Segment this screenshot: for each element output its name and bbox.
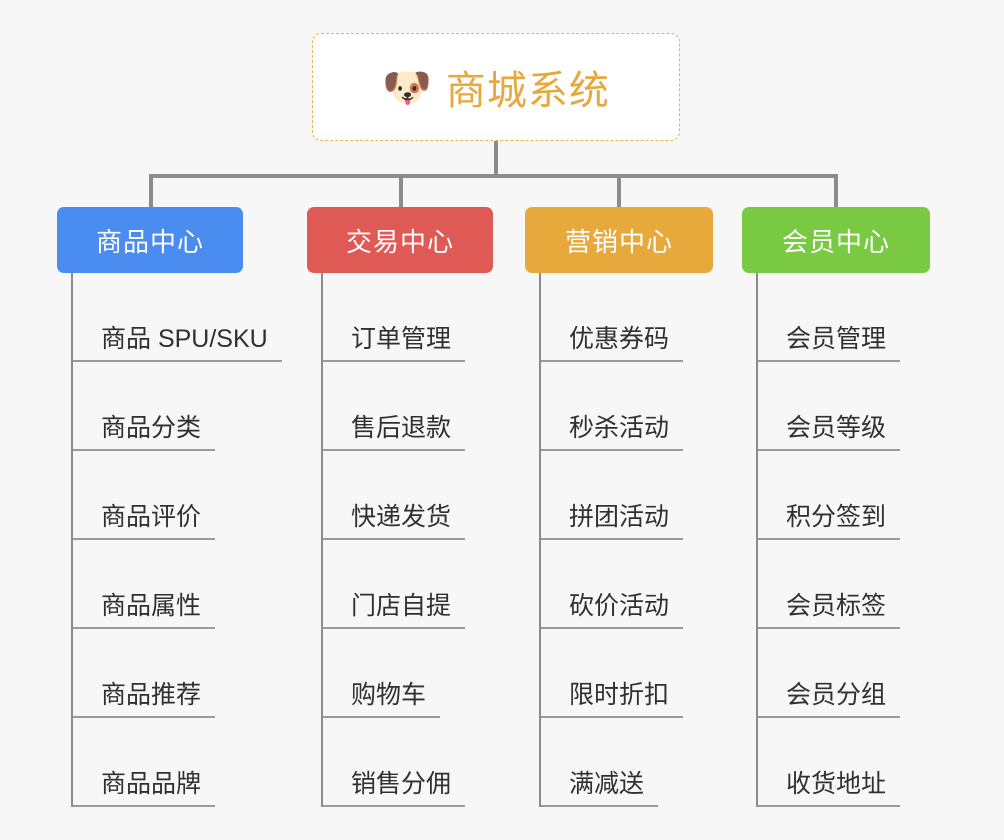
category-box-4[interactable]: 会员中心 [742,207,930,273]
leaf-item[interactable]: 门店自提 [323,540,525,629]
leaf-label: 售后退款 [323,414,466,451]
leaf-label: 会员管理 [758,325,901,362]
category-label-2: 交易中心 [345,226,454,257]
leaf-item[interactable]: 商品评价 [73,451,307,540]
leaf-item[interactable]: 售后退款 [323,362,525,451]
category-label-3: 营销中心 [564,226,673,257]
leaf-item[interactable]: 砍价活动 [541,540,743,629]
leaf-item[interactable]: 优惠券码 [541,273,743,362]
leaf-label: 商品品牌 [73,770,216,807]
leaf-label: 商品评价 [73,503,216,540]
leaf-list-1: 商品 SPU/SKU 商品分类 商品评价 商品属性 商品推荐 商品品牌 [71,273,307,807]
leaf-label: 收货地址 [758,770,901,807]
leaf-item[interactable]: 商品品牌 [73,718,307,807]
leaf-label: 快递发货 [323,503,466,540]
root-title: 商城系统 [445,69,610,113]
connector-root-drop [494,141,498,177]
branch-column-3: 营销中心 优惠券码 秒杀活动 拼团活动 砍价活动 限时折扣 满减送 [525,207,743,807]
leaf-label: 限时折扣 [541,681,684,718]
leaf-item[interactable]: 会员标签 [758,540,962,629]
leaf-label: 销售分佣 [323,770,466,807]
connector-drop-column-2 [399,174,403,210]
category-box-3[interactable]: 营销中心 [525,207,713,273]
leaf-item[interactable]: 快递发货 [323,451,525,540]
leaf-item[interactable]: 会员分组 [758,629,962,718]
connector-drop-column-3 [617,174,621,210]
leaf-list-3: 优惠券码 秒杀活动 拼团活动 砍价活动 限时折扣 满减送 [539,273,743,807]
category-box-1[interactable]: 商品中心 [57,207,243,273]
branch-column-2: 交易中心 订单管理 售后退款 快递发货 门店自提 购物车 销售分佣 [307,207,525,807]
leaf-item[interactable]: 订单管理 [323,273,525,362]
leaf-label: 商品属性 [73,592,216,629]
leaf-item[interactable]: 会员管理 [758,273,962,362]
leaf-label: 拼团活动 [541,503,684,540]
category-label-4: 会员中心 [781,226,890,257]
leaf-label: 订单管理 [323,325,466,362]
leaf-item[interactable]: 销售分佣 [323,718,525,807]
shiba-dog-face-icon: 🐶 [382,66,432,110]
connector-drop-column-4 [834,174,838,210]
leaf-list-4: 会员管理 会员等级 积分签到 会员标签 会员分组 收货地址 [756,273,962,807]
branch-column-4: 会员中心 会员管理 会员等级 积分签到 会员标签 会员分组 收货地址 [742,207,962,807]
leaf-label: 购物车 [323,681,441,718]
leaf-item[interactable]: 会员等级 [758,362,962,451]
leaf-label: 秒杀活动 [541,414,684,451]
leaf-label: 砍价活动 [541,592,684,629]
leaf-label: 优惠券码 [541,325,684,362]
connector-horizontal-bus [149,174,838,178]
leaf-label: 门店自提 [323,592,466,629]
leaf-item[interactable]: 商品属性 [73,540,307,629]
leaf-item[interactable]: 积分签到 [758,451,962,540]
leaf-label: 会员分组 [758,681,901,718]
leaf-item[interactable]: 购物车 [323,629,525,718]
leaf-label: 商品 SPU/SKU [73,325,282,362]
category-label-1: 商品中心 [95,226,204,257]
leaf-label: 商品分类 [73,414,216,451]
leaf-item[interactable]: 商品分类 [73,362,307,451]
branch-column-1: 商品中心 商品 SPU/SKU 商品分类 商品评价 商品属性 商品推荐 商品品牌 [57,207,307,807]
connector-drop-column-1 [149,174,153,210]
leaf-item[interactable]: 满减送 [541,718,743,807]
leaf-item[interactable]: 商品 SPU/SKU [73,273,307,362]
leaf-label: 积分签到 [758,503,901,540]
root-node[interactable]: 🐶 商城系统 [312,33,680,141]
leaf-label: 满减送 [541,770,659,807]
leaf-item[interactable]: 限时折扣 [541,629,743,718]
leaf-item[interactable]: 收货地址 [758,718,962,807]
leaf-label: 商品推荐 [73,681,216,718]
leaf-item[interactable]: 秒杀活动 [541,362,743,451]
leaf-item[interactable]: 拼团活动 [541,451,743,540]
leaf-label: 会员标签 [758,592,901,629]
leaf-list-2: 订单管理 售后退款 快递发货 门店自提 购物车 销售分佣 [321,273,525,807]
category-box-2[interactable]: 交易中心 [307,207,493,273]
leaf-item[interactable]: 商品推荐 [73,629,307,718]
leaf-label: 会员等级 [758,414,901,451]
